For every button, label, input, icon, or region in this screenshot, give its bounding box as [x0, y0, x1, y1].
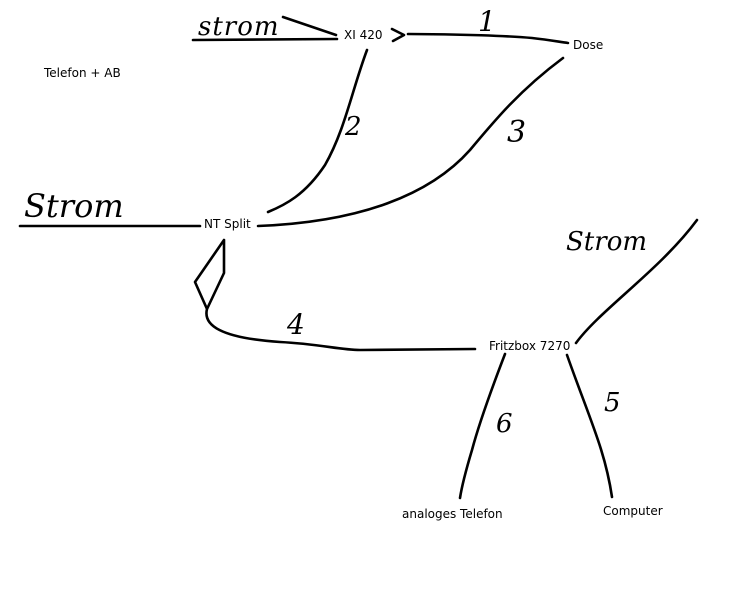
- cable-number-3: 3: [507, 115, 527, 150]
- cable-number-1: 1: [478, 5, 496, 38]
- node-nt-split: NT Split: [204, 217, 251, 231]
- power-label-left: Strom: [24, 187, 124, 225]
- power-line-fritzbox: [574, 218, 699, 345]
- node-dose: Dose: [573, 38, 604, 52]
- power-label-right: Strom: [566, 227, 647, 257]
- cable-6-fritzbox-phone: [458, 352, 507, 500]
- cable-1-xi420-dose: [390, 27, 570, 45]
- cable-number-4: 4: [287, 308, 305, 341]
- cable-2-xi420-ntsplit: [266, 48, 369, 214]
- node-computer: Computer: [603, 504, 663, 518]
- node-analog-phone: analoges Telefon: [402, 507, 503, 521]
- power-label-top: strom: [198, 12, 280, 42]
- cable-number-5: 5: [604, 388, 621, 418]
- node-fritzbox: Fritzbox 7270: [489, 339, 571, 353]
- note-telefon-ab: Telefon + AB: [44, 66, 121, 80]
- cable-5-fritzbox-computer: [565, 353, 614, 499]
- cable-number-2: 2: [345, 112, 362, 142]
- cable-3-dose-ntsplit: [256, 56, 565, 228]
- cable-number-6: 6: [496, 409, 513, 439]
- cable-4-ntsplit-fritzbox: [193, 238, 477, 352]
- power-line-xi420: [191, 37, 339, 42]
- node-xi420: XI 420: [344, 28, 383, 42]
- power-line-xi420-tail: [281, 15, 338, 37]
